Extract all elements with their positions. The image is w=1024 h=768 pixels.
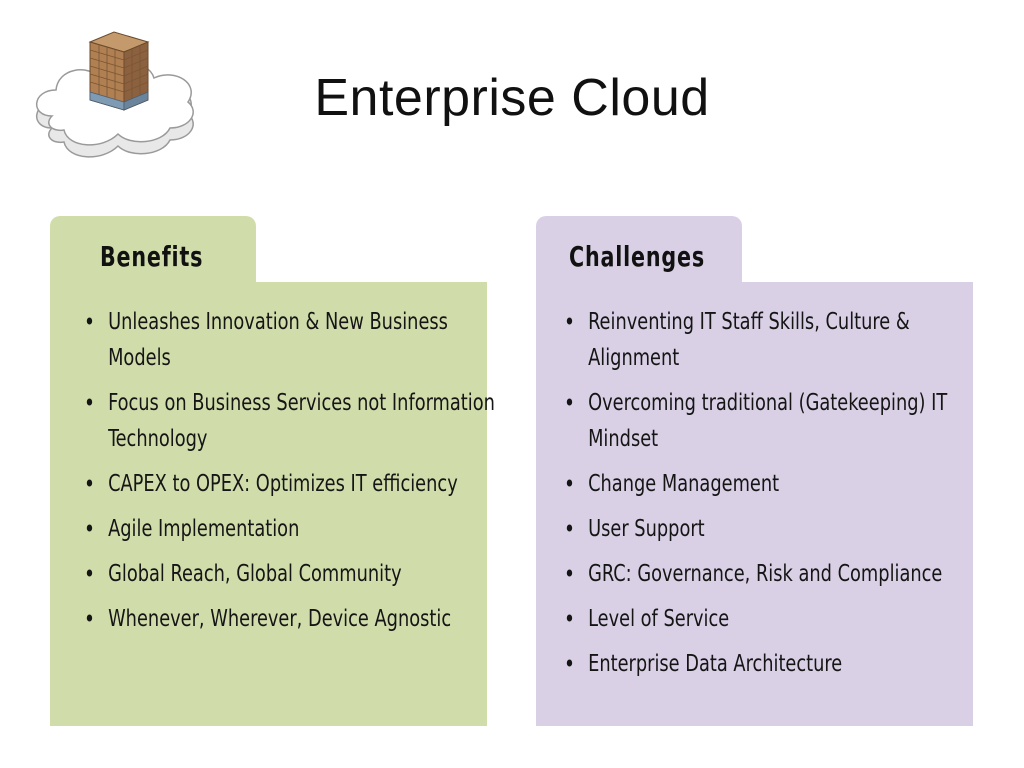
bullet-icon: • (84, 605, 95, 633)
benefit-text: Whenever, Wherever, Device Agnostic (108, 606, 452, 632)
benefit-text: Global Reach, Global Community (108, 561, 402, 587)
challenge-text: Enterprise Data Architecture (588, 651, 843, 677)
list-item: • Agile Implementation (84, 511, 504, 547)
bullet-icon: • (84, 515, 95, 543)
benefit-text: CAPEX to OPEX: Optimizes IT efficiency (108, 471, 458, 497)
bullet-icon: • (564, 308, 575, 336)
list-item: • Focus on Business Services not Informat… (84, 385, 504, 457)
benefits-heading: Benefits (100, 240, 204, 273)
cloud-building-icon (30, 28, 200, 163)
bullet-icon: • (564, 605, 575, 633)
list-item: • Reinventing IT Staff Skills, Culture & … (564, 304, 984, 376)
bullet-icon: • (84, 308, 95, 336)
list-item: • Change Management (564, 466, 984, 502)
benefits-panel: Benefits • Unleashes Innovation & New Bus… (50, 216, 495, 726)
list-item: • User Support (564, 511, 984, 547)
challenges-body: • Reinventing IT Staff Skills, Culture & … (536, 282, 973, 726)
challenge-text: Change Management (588, 471, 780, 497)
challenge-text: Overcoming traditional (Gatekeeping) IT … (588, 390, 948, 452)
benefits-list: • Unleashes Innovation & New Business Mod… (84, 304, 504, 646)
list-item: • Overcoming traditional (Gatekeeping) IT… (564, 385, 984, 457)
bullet-icon: • (564, 650, 575, 678)
bullet-icon: • (564, 515, 575, 543)
list-item: • Whenever, Wherever, Device Agnostic (84, 601, 504, 637)
benefits-body: • Unleashes Innovation & New Business Mod… (50, 282, 495, 726)
list-item: • GRC: Governance, Risk and Compliance (564, 556, 984, 592)
benefit-text: Focus on Business Services not Informati… (108, 390, 495, 452)
list-item: • CAPEX to OPEX: Optimizes IT efficiency (84, 466, 504, 502)
list-item: • Level of Service (564, 601, 984, 637)
list-item: • Global Reach, Global Community (84, 556, 504, 592)
bullet-icon: • (564, 560, 575, 588)
bullet-icon: • (564, 470, 575, 498)
challenge-text: User Support (588, 516, 705, 542)
challenges-panel: Challenges • Reinventing IT Staff Skills,… (536, 216, 973, 726)
challenges-heading: Challenges (569, 240, 705, 273)
benefit-text: Agile Implementation (108, 516, 300, 542)
bullet-icon: • (84, 389, 95, 417)
benefit-text: Unleashes Innovation & New Business Mode… (108, 309, 448, 371)
bullet-icon: • (84, 560, 95, 588)
challenge-text: Reinventing IT Staff Skills, Culture & A… (588, 309, 910, 371)
challenge-text: Level of Service (588, 606, 730, 632)
slide-title: Enterprise Cloud (314, 69, 710, 127)
list-item: • Unleashes Innovation & New Business Mod… (84, 304, 504, 376)
list-item: • Enterprise Data Architecture (564, 646, 984, 682)
challenge-text: GRC: Governance, Risk and Compliance (588, 561, 943, 587)
challenges-list: • Reinventing IT Staff Skills, Culture & … (564, 304, 984, 691)
bullet-icon: • (564, 389, 575, 417)
bullet-icon: • (84, 470, 95, 498)
